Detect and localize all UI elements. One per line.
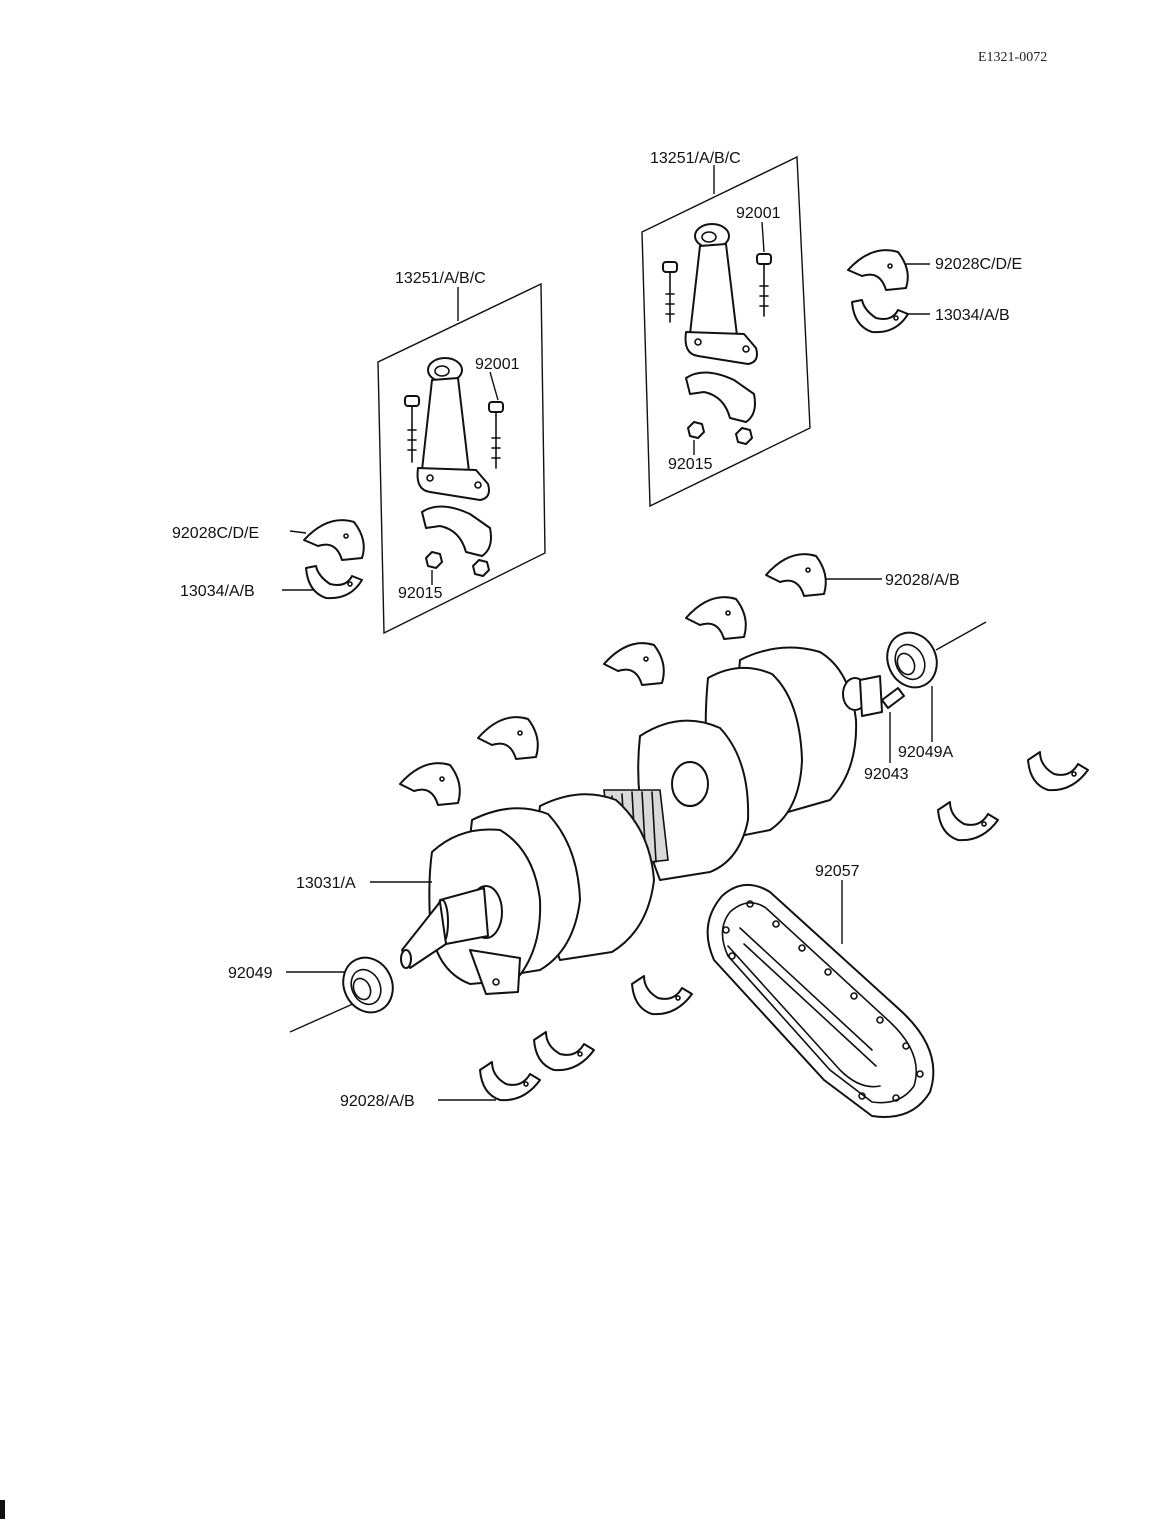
crankshaft-label: 13031/A	[296, 875, 356, 892]
main-bearing-lower-label: 92028/A/B	[340, 1093, 415, 1110]
conrod-bolt-right-leader	[761, 221, 765, 253]
conrod-right	[684, 223, 758, 365]
main-bearing-lower-left-2	[533, 1031, 595, 1072]
conrod-cap-right	[685, 371, 756, 423]
main-bearing-upper-2	[685, 596, 747, 640]
oil-seal-left	[342, 956, 394, 1014]
conrod-bearing-upper-left-label: 92028C/D/E	[172, 525, 259, 542]
conrod-bolt-left-b	[488, 401, 504, 469]
main-bearing-upper-4	[477, 716, 539, 760]
scan-edge-mark	[0, 1500, 5, 1519]
conrod-assy-left-label: 13251/A/B/C	[395, 270, 486, 287]
conrod-panel-left-frame	[377, 282, 546, 635]
crankshaft	[289, 621, 987, 1033]
pin-label: 92043	[864, 766, 909, 783]
conrod-bolt-left-leader	[489, 371, 499, 401]
document-code: E1321-0072	[978, 50, 1047, 65]
main-bearing-upper-3	[603, 642, 665, 686]
conrod-bolt-right-label: 92001	[736, 205, 781, 222]
conrod-nut-left-label: 92015	[398, 585, 443, 602]
conrod-bearing-lower-left-label: 13034/A/B	[180, 583, 255, 600]
conrod-nut-left-b	[472, 559, 490, 577]
conrod-panel-right: 13251/A/B/C 92001	[641, 150, 811, 508]
conrod-bolt-right-a	[662, 261, 678, 323]
conrod-nut-right-b	[735, 427, 753, 445]
conrod-bearing-upper-right	[847, 249, 909, 291]
conrod-cap-left	[421, 505, 492, 557]
conrod-nut-right-a	[687, 421, 705, 439]
conrod-left	[416, 357, 490, 501]
main-bearing-upper-1	[765, 553, 827, 597]
conrod-assy-right-label: 13251/A/B/C	[650, 150, 741, 167]
conrod-bearing-upper-left-leader	[289, 530, 307, 534]
conrod-bearing-lower-right	[851, 299, 909, 334]
conrod-nut-left-a	[425, 551, 443, 569]
conrod-panel-right-frame	[641, 155, 811, 508]
conrod-bolt-left-label: 92001	[475, 356, 520, 373]
conrod-bolt-left-a	[404, 395, 420, 463]
conrod-bearing-upper-left	[303, 519, 365, 561]
main-bearing-upper-label: 92028/A/B	[885, 572, 960, 589]
conrod-panel-left: 13251/A/B/C 9200	[377, 270, 546, 635]
pin	[881, 687, 905, 709]
conrod-nut-right-label: 92015	[668, 456, 713, 473]
main-bearing-lower-right-2	[937, 801, 999, 842]
conrod-bearing-lower-right-label: 13034/A/B	[935, 307, 1010, 324]
cam-chain-label: 92057	[815, 863, 860, 880]
conrod-bearing-upper-right-label: 92028C/D/E	[935, 256, 1022, 273]
main-bearing-upper-5	[399, 762, 461, 806]
conrod-bolt-right-b	[756, 253, 772, 317]
cam-chain	[706, 884, 935, 1118]
oil-seal-right	[886, 631, 938, 689]
oil-seal-right-label: 92049A	[898, 744, 953, 761]
conrod-bearing-lower-left	[305, 565, 363, 600]
oil-seal-left-label: 92049	[228, 965, 273, 982]
main-bearing-lower-left-1	[631, 975, 693, 1016]
main-bearing-lower-right-1	[1027, 751, 1089, 792]
main-bearing-lower-left-3	[479, 1061, 541, 1102]
